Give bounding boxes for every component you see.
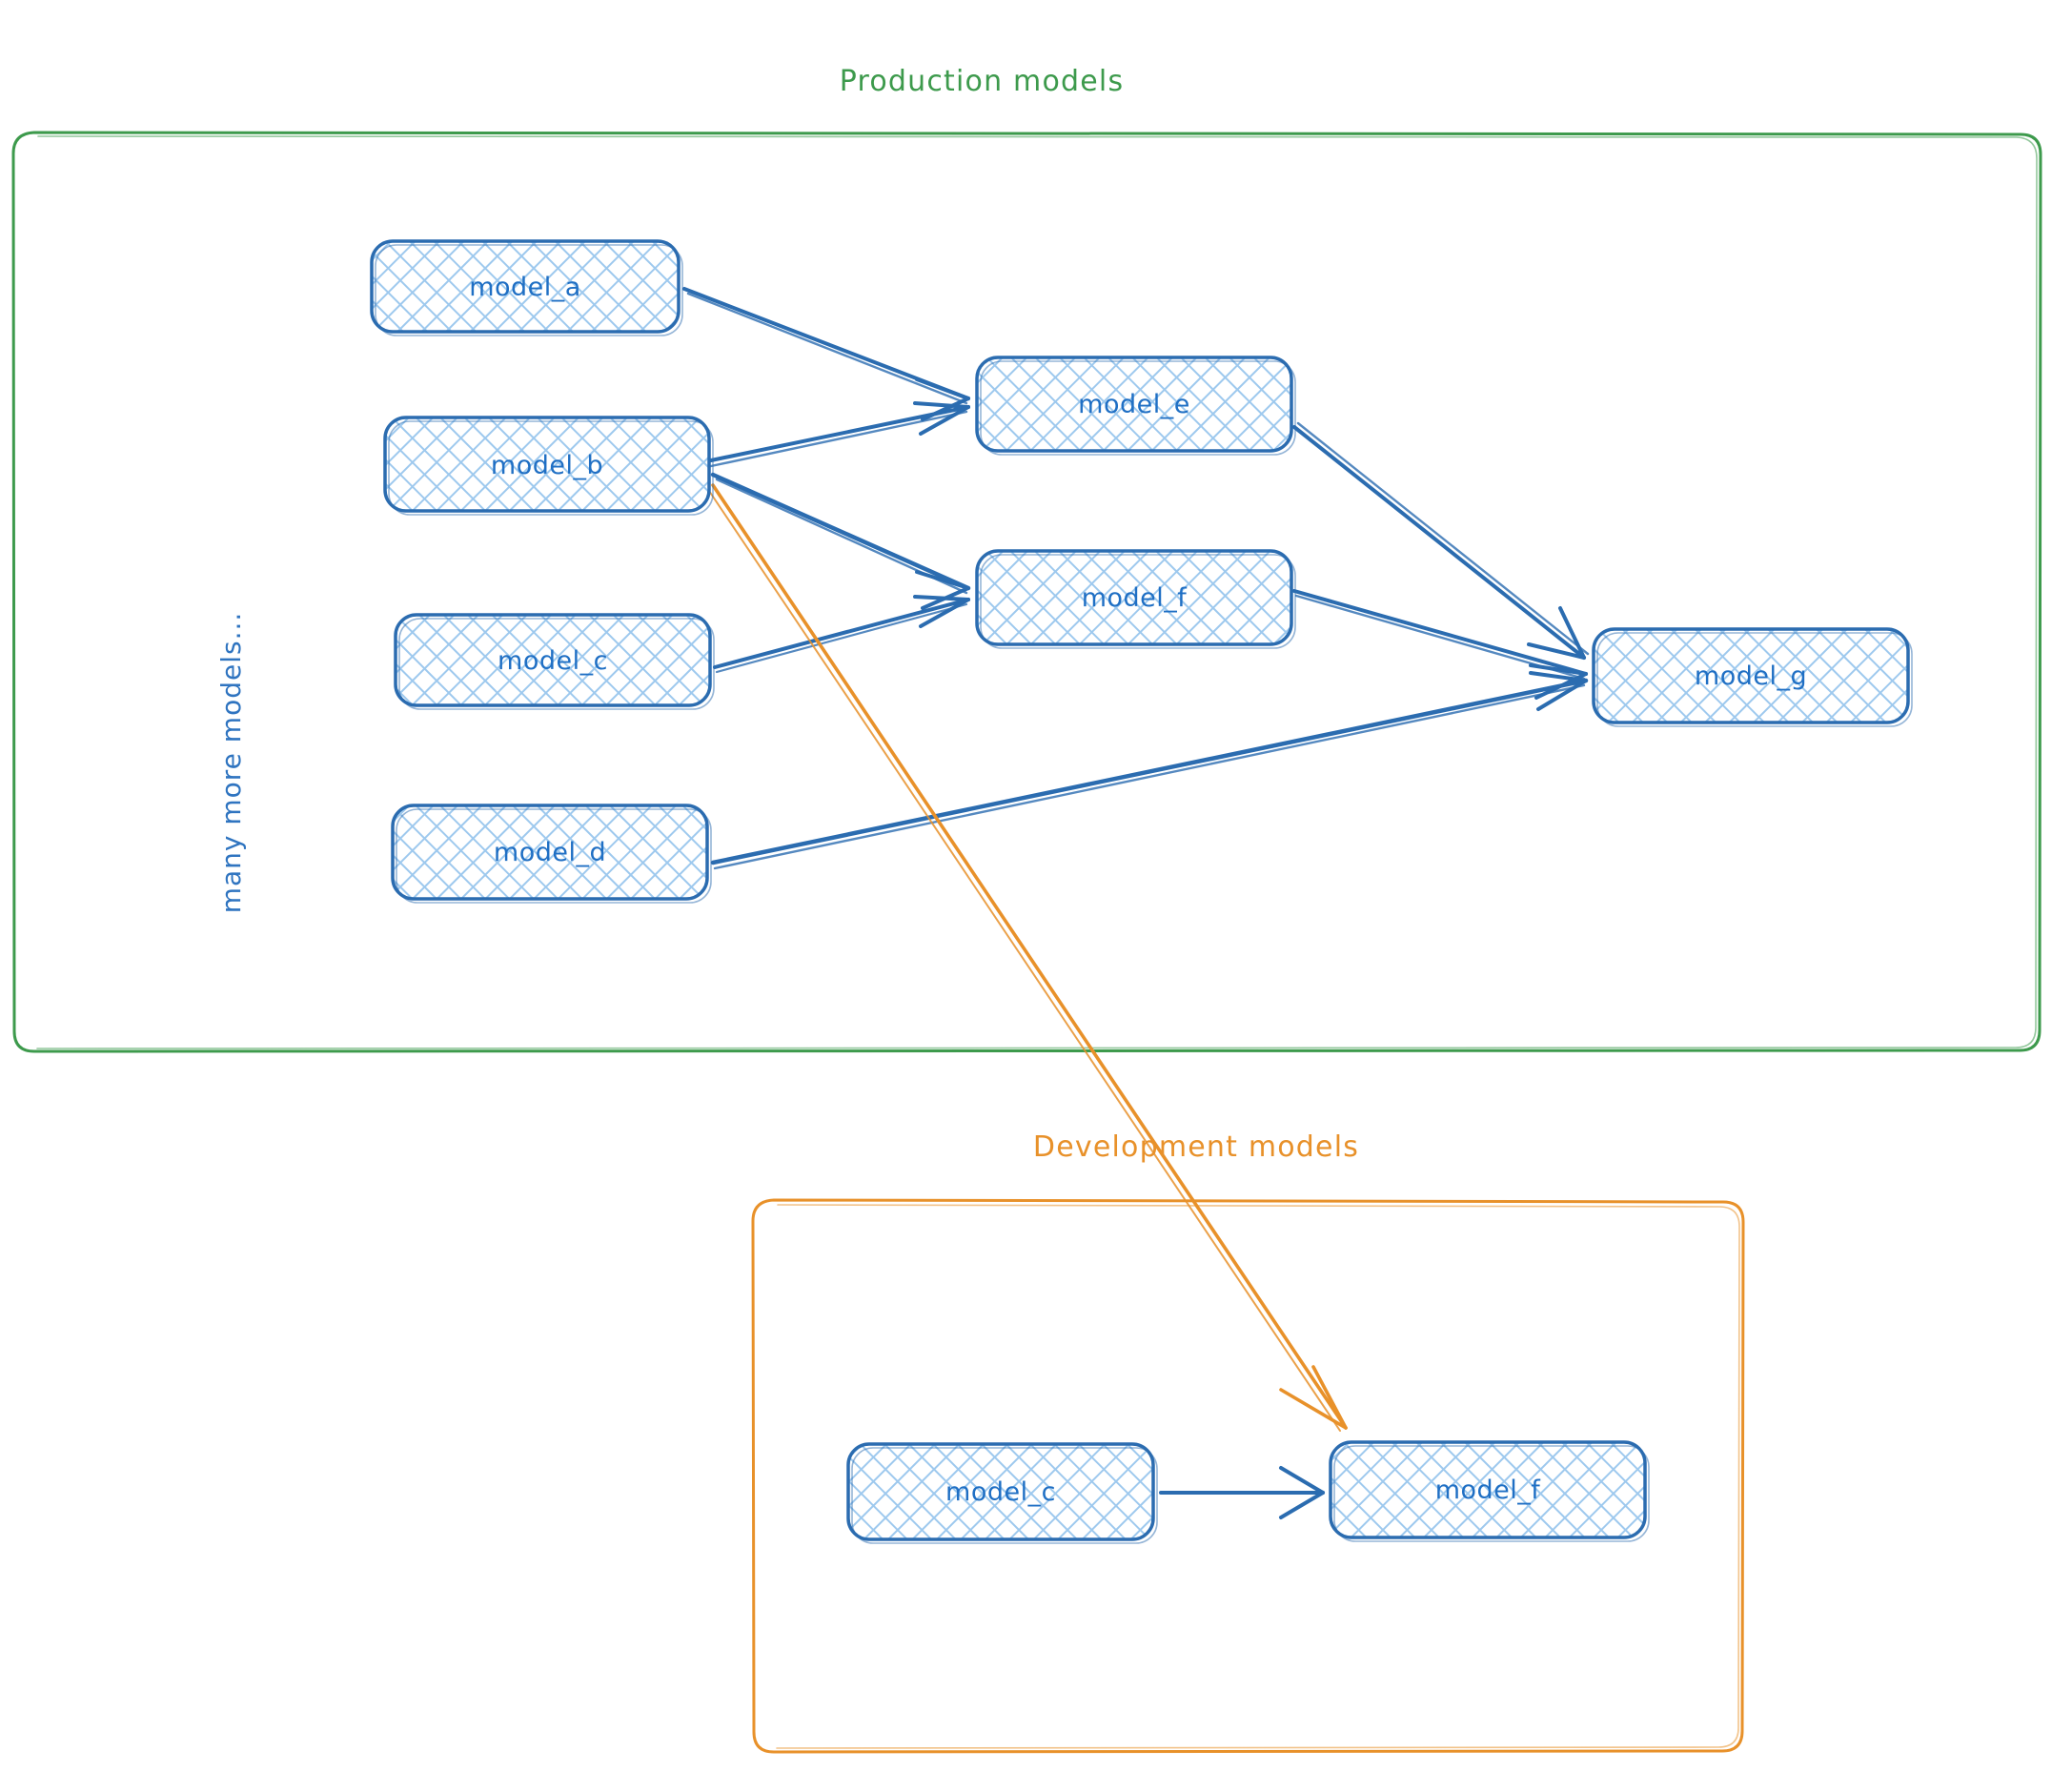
production-group-border-sketch	[36, 135, 2038, 1049]
node-label: model_f	[1435, 1476, 1542, 1505]
edge-model-f-to-model-g	[1292, 589, 1588, 700]
node-prod-model-a[interactable]: model_a	[370, 239, 683, 336]
group-production[interactable]	[11, 131, 2042, 1053]
edge-model-b-to-model-f	[710, 472, 971, 610]
production-group-border	[11, 131, 2042, 1053]
production-group-title: Production models	[840, 65, 1125, 98]
node-prod-model-e[interactable]: model_e	[975, 356, 1296, 456]
node-dev-model-c[interactable]: model_c	[846, 1442, 1158, 1544]
node-label: model_e	[1078, 390, 1190, 419]
node-label: model_c	[945, 1477, 1056, 1507]
many-more-models-note: many more models...	[215, 612, 247, 914]
node-label: model_a	[469, 273, 581, 302]
group-development[interactable]	[751, 1198, 1745, 1754]
node-prod-model-g[interactable]: model_g	[1592, 627, 1913, 727]
edge-model-b-to-dev-model-f	[706, 483, 1348, 1432]
edge-model-d-to-model-g	[710, 671, 1589, 870]
edge-model-b-to-model-e	[709, 401, 970, 468]
node-label: model_b	[491, 451, 603, 480]
development-group-border	[751, 1198, 1745, 1754]
nodes-layer: model_a model_b model_c model_d model_e …	[370, 239, 1913, 1544]
node-prod-model-f[interactable]: model_f	[975, 549, 1296, 649]
edge-model-a-to-model-e	[682, 287, 970, 421]
node-label: model_d	[494, 838, 606, 867]
edge-dev-model-c-to-dev-model-f	[1159, 1466, 1325, 1519]
node-prod-model-c[interactable]: model_c	[394, 613, 715, 710]
edge-model-c-to-model-f	[713, 595, 970, 674]
edge-model-e-to-model-g	[1292, 421, 1590, 660]
node-prod-model-b[interactable]: model_b	[383, 416, 714, 516]
edges-layer	[682, 287, 1590, 1519]
node-label: model_g	[1695, 662, 1807, 691]
development-group-border-sketch	[776, 1204, 1740, 1749]
node-label: model_c	[498, 646, 608, 676]
node-prod-model-d[interactable]: model_d	[391, 804, 712, 904]
node-label: model_f	[1082, 583, 1188, 613]
node-dev-model-f[interactable]: model_f	[1329, 1440, 1650, 1542]
development-group-title: Development models	[1033, 1130, 1359, 1164]
